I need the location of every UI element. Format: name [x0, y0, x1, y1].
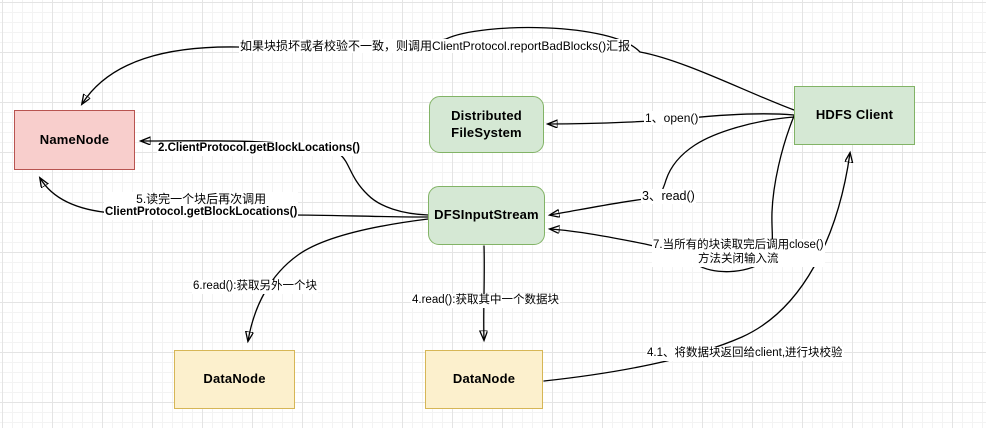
label-step4-read-block: 4.read():获取其中一个数据块 — [411, 294, 560, 308]
node-dfs-input-stream: DFSInputStream — [428, 186, 545, 245]
node-datanode-right: DataNode — [425, 350, 543, 409]
label-step41-return-block: 4.1、将数据块返回给client,进行块校验 — [646, 347, 844, 361]
edge-read-another-block — [248, 218, 429, 341]
node-namenode: NameNode — [14, 110, 135, 170]
label-step6-read-another: 6.read():获取另外一个块 — [192, 280, 318, 294]
label-step1-open: 1、open() — [644, 111, 700, 126]
node-distributed-filesystem: Distributed FileSystem — [429, 96, 544, 153]
label-step5-line2: ClientProtocol.getBlockLocations() — [105, 206, 298, 219]
label-step7-close: 7.当所有的块读取完后调用close() 方法关闭输入流 — [652, 239, 825, 267]
edge-read — [550, 116, 795, 215]
node-hdfs-client: HDFS Client — [794, 86, 915, 145]
node-distributed-filesystem-line2: FileSystem — [451, 124, 522, 140]
edge-read-block — [484, 245, 485, 340]
edge-close — [550, 115, 795, 273]
label-step3-read: 3、read() — [641, 189, 696, 204]
label-step7-line2: 方法关闭输入流 — [698, 252, 779, 265]
label-report-bad-blocks: 如果块损坏或者校验不一致，则调用ClientProtocol.reportBad… — [239, 39, 632, 54]
label-step5-line1: 5.读完一个块后再次调用 — [136, 192, 267, 206]
edge-return-block — [543, 153, 850, 382]
node-distributed-filesystem-line1: Distributed — [451, 108, 522, 124]
label-step5-reread: 5.读完一个块后再次调用 ClientProtocol.getBlockLoca… — [104, 192, 299, 221]
label-step2-get-block-locations: 2.ClientProtocol.getBlockLocations() — [157, 142, 361, 156]
node-datanode-left: DataNode — [174, 350, 295, 409]
label-step7-line1: 7.当所有的块读取完后调用close() — [653, 239, 824, 251]
